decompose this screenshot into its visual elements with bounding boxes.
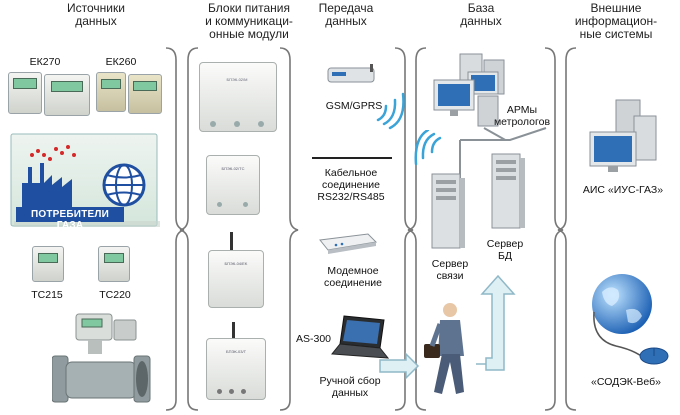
gsm-modem-icon: [327, 64, 375, 83]
ek260-device-2: [128, 74, 162, 114]
module-m3-label: БПЭК-04/EK: [224, 261, 248, 266]
label-arm-metrologists: АРМы метрологов: [493, 104, 551, 128]
network-link-lines: [459, 127, 547, 180]
wireless-waves-icon: [376, 92, 405, 130]
antenna-icon: [230, 232, 233, 250]
header-data-transfer: Передача данных: [318, 1, 374, 28]
person-courier-icon: [424, 303, 464, 394]
label-server-db: Сервер БД: [486, 238, 524, 262]
laptop-icon: [331, 315, 390, 359]
consumers-card: ПОТРЕБИТЕЛИ ГАЗА: [10, 133, 160, 231]
comm-server-icon: [431, 173, 465, 249]
ek270-device-1: [8, 72, 42, 114]
label-tc215: ТС215: [31, 289, 63, 301]
header-external-systems: Внешние информацион- ные системы: [574, 1, 658, 41]
header-database: База данных: [460, 1, 502, 28]
cable-line: [312, 157, 392, 159]
web-globe-icon: [592, 274, 669, 365]
bracket-database-left: [407, 47, 427, 411]
wireless-waves-db-icon: [414, 130, 442, 166]
module-bpek-04ek: БПЭК-04/EK: [208, 250, 264, 308]
label-sodek-web: «СОДЭК-Веб»: [591, 376, 661, 388]
module-m2-label: БПЭК-02/ТС: [221, 166, 245, 171]
header-sources: Источники данных: [67, 1, 125, 28]
label-cable-connection: Кабельное соединение RS232/RS485: [317, 167, 385, 203]
ek270-device-2: [44, 74, 90, 116]
bracket-sources: [165, 47, 185, 411]
tc215-device: [32, 246, 64, 282]
module-bpek-02tc: БПЭК-02/ТС: [206, 155, 260, 215]
tc220-device: [98, 246, 130, 282]
ais-workstation-icon: [589, 99, 657, 172]
label-tc220: ТС220: [99, 289, 131, 301]
label-gsm-gprs: GSM/GPRS: [325, 100, 383, 112]
bracket-external: [557, 47, 577, 411]
antenna-icon-2: [232, 322, 235, 340]
db-server-icon: [491, 153, 525, 229]
header-power-modules: Блоки питания и коммуникаци- онные модул…: [205, 1, 293, 41]
bracket-modules-left: [179, 47, 199, 411]
label-modem-connection: Модемное соединение: [324, 265, 382, 289]
bracket-modules-right: [279, 47, 299, 411]
module-m4-label: БПЭК-03/Т: [225, 349, 247, 354]
bracket-transfer: [394, 47, 414, 411]
modem-icon: [319, 233, 378, 254]
ek260-device-1: [96, 72, 126, 112]
label-manual-collection: Ручной сбор данных: [319, 375, 381, 399]
label-as300: AS-300: [296, 333, 332, 345]
arm-workstations-icon: [433, 53, 508, 140]
label-ek260: ЕК260: [105, 56, 137, 68]
label-ek270: ЕК270: [29, 56, 61, 68]
label-ais-ius-gaz: АИС «ИУС-ГАЗ»: [582, 184, 664, 196]
module-bpek-02m: БПЭК-02/М: [199, 62, 277, 132]
module-m1-label: БПЭК-02/М: [226, 77, 248, 82]
label-server-comm: Сервер связи: [431, 258, 469, 282]
flow-meter-icon: [52, 313, 151, 403]
module-bpek-03t: БПЭК-03/Т: [206, 338, 266, 400]
consumers-banner: ПОТРЕБИТЕЛИ ГАЗА: [31, 209, 109, 231]
courier-arrow-icon: [379, 274, 516, 380]
bracket-database-right: [544, 47, 564, 411]
